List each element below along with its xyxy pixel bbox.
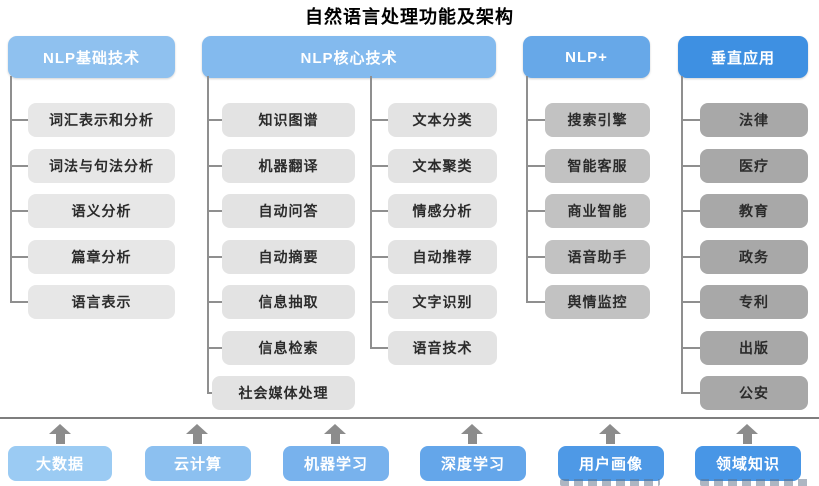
column-header-nlp-core: NLP核心技术 [202,36,496,78]
node-smart-customer-service: 智能客服 [545,149,650,183]
up-arrow-icon [736,424,758,444]
foundation-domain-knowledge: 领域知识 [695,446,801,481]
connector-hline [681,165,700,167]
up-arrow-icon [49,424,71,444]
foundation-cloud-computing: 云计算 [145,446,251,481]
connector-hline [207,210,222,212]
connector-hline [207,392,212,394]
node-education: 教育 [700,194,808,228]
node-ocr: 文字识别 [388,285,497,319]
node-government: 政务 [700,240,808,274]
node-auto-qa: 自动问答 [222,194,355,228]
watermark [560,479,660,486]
foundation-deep-learning: 深度学习 [420,446,526,481]
node-voice-assistant: 语音助手 [545,240,650,274]
connector-hline [681,301,700,303]
node-auto-summarization: 自动摘要 [222,240,355,274]
node-publishing: 出版 [700,331,808,365]
node-information-retrieval: 信息检索 [222,331,355,365]
connector-hline [526,210,545,212]
node-business-intelligence: 商业智能 [545,194,650,228]
node-medical: 医疗 [700,149,808,183]
connector-hline [10,165,28,167]
node-machine-translation: 机器翻译 [222,149,355,183]
node-discourse-analysis: 篇章分析 [28,240,175,274]
node-lexical-syntactic-analysis: 词法与句法分析 [28,149,175,183]
diagram-title: 自然语言处理功能及架构 [305,7,514,27]
node-knowledge-graph: 知识图谱 [222,103,355,137]
up-arrow-icon [461,424,483,444]
connector-hline [681,210,700,212]
connector-hline [207,301,222,303]
node-social-media-processing: 社会媒体处理 [212,376,355,410]
column-header-vertical-apps: 垂直应用 [678,36,808,78]
connector-vline [526,76,528,303]
watermark [700,479,810,486]
node-public-security: 公安 [700,376,808,410]
foundation-machine-learning: 机器学习 [283,446,389,481]
connector-hline [10,301,28,303]
node-public-opinion-monitoring: 舆情监控 [545,285,650,319]
node-speech-technology: 语音技术 [388,331,497,365]
connector-hline [681,347,700,349]
connector-hline [681,119,700,121]
node-legal: 法律 [700,103,808,137]
node-text-classification: 文本分类 [388,103,497,137]
connector-vline [370,76,372,349]
node-text-clustering: 文本聚类 [388,149,497,183]
connector-hline [370,347,388,349]
connector-hline [207,165,222,167]
connector-vline [207,76,209,394]
connector-hline [526,256,545,258]
node-sentiment-analysis: 情感分析 [388,194,497,228]
connector-hline [207,347,222,349]
connector-hline [526,165,545,167]
section-divider-line [0,417,819,419]
foundation-big-data: 大数据 [8,446,112,481]
up-arrow-icon [599,424,621,444]
node-lexical-representation: 词汇表示和分析 [28,103,175,137]
connector-hline [681,256,700,258]
node-semantic-analysis: 语义分析 [28,194,175,228]
connector-vline [10,76,12,303]
connector-hline [207,256,222,258]
connector-hline [526,301,545,303]
up-arrow-icon [324,424,346,444]
connector-hline [10,119,28,121]
node-patent: 专利 [700,285,808,319]
connector-vline [681,76,683,394]
connector-hline [526,119,545,121]
connector-hline [370,119,388,121]
up-arrow-icon [186,424,208,444]
node-auto-recommendation: 自动推荐 [388,240,497,274]
connector-hline [10,210,28,212]
connector-hline [370,165,388,167]
connector-hline [370,210,388,212]
connector-hline [370,256,388,258]
column-header-nlp-basic: NLP基础技术 [8,36,175,78]
foundation-user-profile: 用户画像 [558,446,664,481]
column-header-nlp-plus: NLP+ [523,36,650,78]
connector-hline [10,256,28,258]
node-language-representation: 语言表示 [28,285,175,319]
node-information-extraction: 信息抽取 [222,285,355,319]
node-search-engine: 搜索引擎 [545,103,650,137]
connector-hline [370,301,388,303]
connector-hline [681,392,700,394]
connector-hline [207,119,222,121]
